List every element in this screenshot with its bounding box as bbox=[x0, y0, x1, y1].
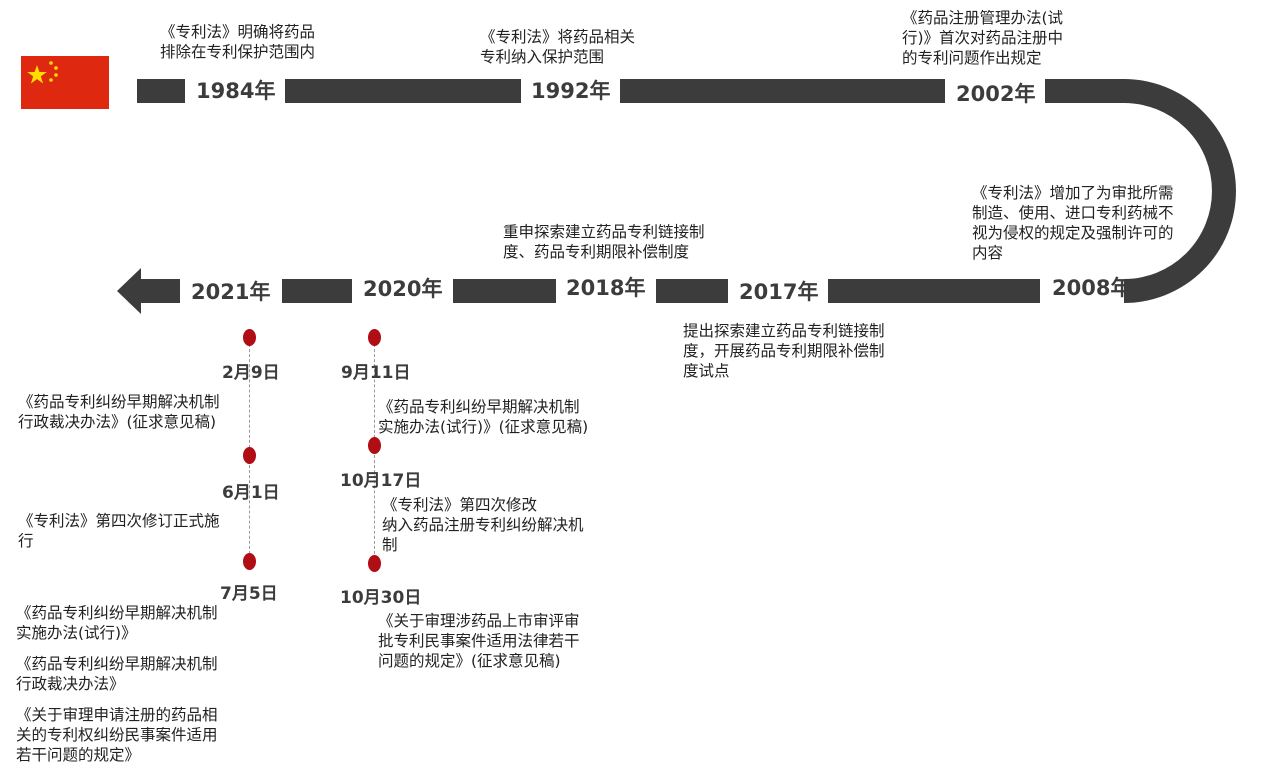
event-dot bbox=[243, 553, 256, 570]
timeline-bar bbox=[453, 279, 556, 303]
timeline-bar bbox=[282, 279, 352, 303]
date-label-2020-0: 9月11日 bbox=[341, 363, 411, 383]
timeline-bar bbox=[828, 279, 1040, 303]
year-label-2008: 2008年 bbox=[1052, 276, 1132, 300]
year-label-2021: 2021年 bbox=[191, 280, 271, 304]
year-label-1984: 1984年 bbox=[196, 79, 276, 103]
year-label-1992: 1992年 bbox=[531, 79, 611, 103]
event-text-2021-1: 《专利法》第四次修订正式施 行 bbox=[18, 512, 220, 550]
event-text-2021-2: 《药品专利纠纷早期解决机制 实施办法(试行)》 《药品专利纠纷早期解决机制 行政… bbox=[16, 604, 218, 764]
note-2018: 重申探索建立药品专利链接制 度、药品专利期限补偿制度 bbox=[503, 223, 705, 261]
china-flag-icon bbox=[21, 56, 109, 109]
note-1984: 《专利法》明确将药品 排除在专利保护范围内 bbox=[160, 23, 316, 61]
timeline-bar bbox=[137, 79, 185, 103]
timeline-bar bbox=[285, 79, 521, 103]
timeline-bar bbox=[140, 279, 180, 303]
event-text-2020-2: 《关于审理涉药品上市审评审 批专利民事案件适用法律若干 问题的规定》(征求意见稿… bbox=[378, 612, 580, 670]
event-text-2020-0: 《药品专利纠纷早期解决机制 实施办法(试行)》(征求意见稿) bbox=[378, 398, 589, 436]
timeline-bar bbox=[620, 79, 945, 103]
date-label-2020-2: 10月30日 bbox=[340, 588, 422, 608]
year-label-2002: 2002年 bbox=[956, 82, 1036, 106]
year-label-2018: 2018年 bbox=[566, 276, 646, 300]
event-text-2021-0: 《药品专利纠纷早期解决机制 行政裁决办法》(征求意见稿) bbox=[18, 393, 220, 431]
note-2002: 《药品注册管理办法(试 行)》首次对药品注册中 的专利问题作出规定 bbox=[902, 9, 1064, 67]
date-label-2021-2: 7月5日 bbox=[220, 584, 278, 604]
note-1992: 《专利法》将药品相关 专利纳入保护范围 bbox=[480, 28, 636, 66]
event-dot bbox=[243, 329, 256, 346]
note-2008: 《专利法》增加了为审批所需 制造、使用、进口专利药械不 视为侵权的规定及强制许可… bbox=[972, 184, 1174, 262]
event-dot bbox=[368, 329, 381, 346]
year-label-2020: 2020年 bbox=[363, 277, 443, 301]
event-dot bbox=[368, 555, 381, 572]
note-2017: 提出探索建立药品专利链接制 度，开展药品专利期限补偿制 度试点 bbox=[683, 322, 885, 380]
date-label-2020-1: 10月17日 bbox=[340, 471, 422, 491]
timeline-bar bbox=[1045, 79, 1125, 103]
timeline-bar bbox=[656, 279, 728, 303]
event-dot bbox=[243, 447, 256, 464]
event-dot bbox=[368, 437, 381, 454]
date-label-2021-0: 2月9日 bbox=[222, 363, 280, 383]
year-label-2017: 2017年 bbox=[739, 280, 819, 304]
event-text-2020-1: 《专利法》第四次修改 纳入药品注册专利纠纷解决机 制 bbox=[382, 496, 584, 554]
date-label-2021-1: 6月1日 bbox=[222, 483, 280, 503]
